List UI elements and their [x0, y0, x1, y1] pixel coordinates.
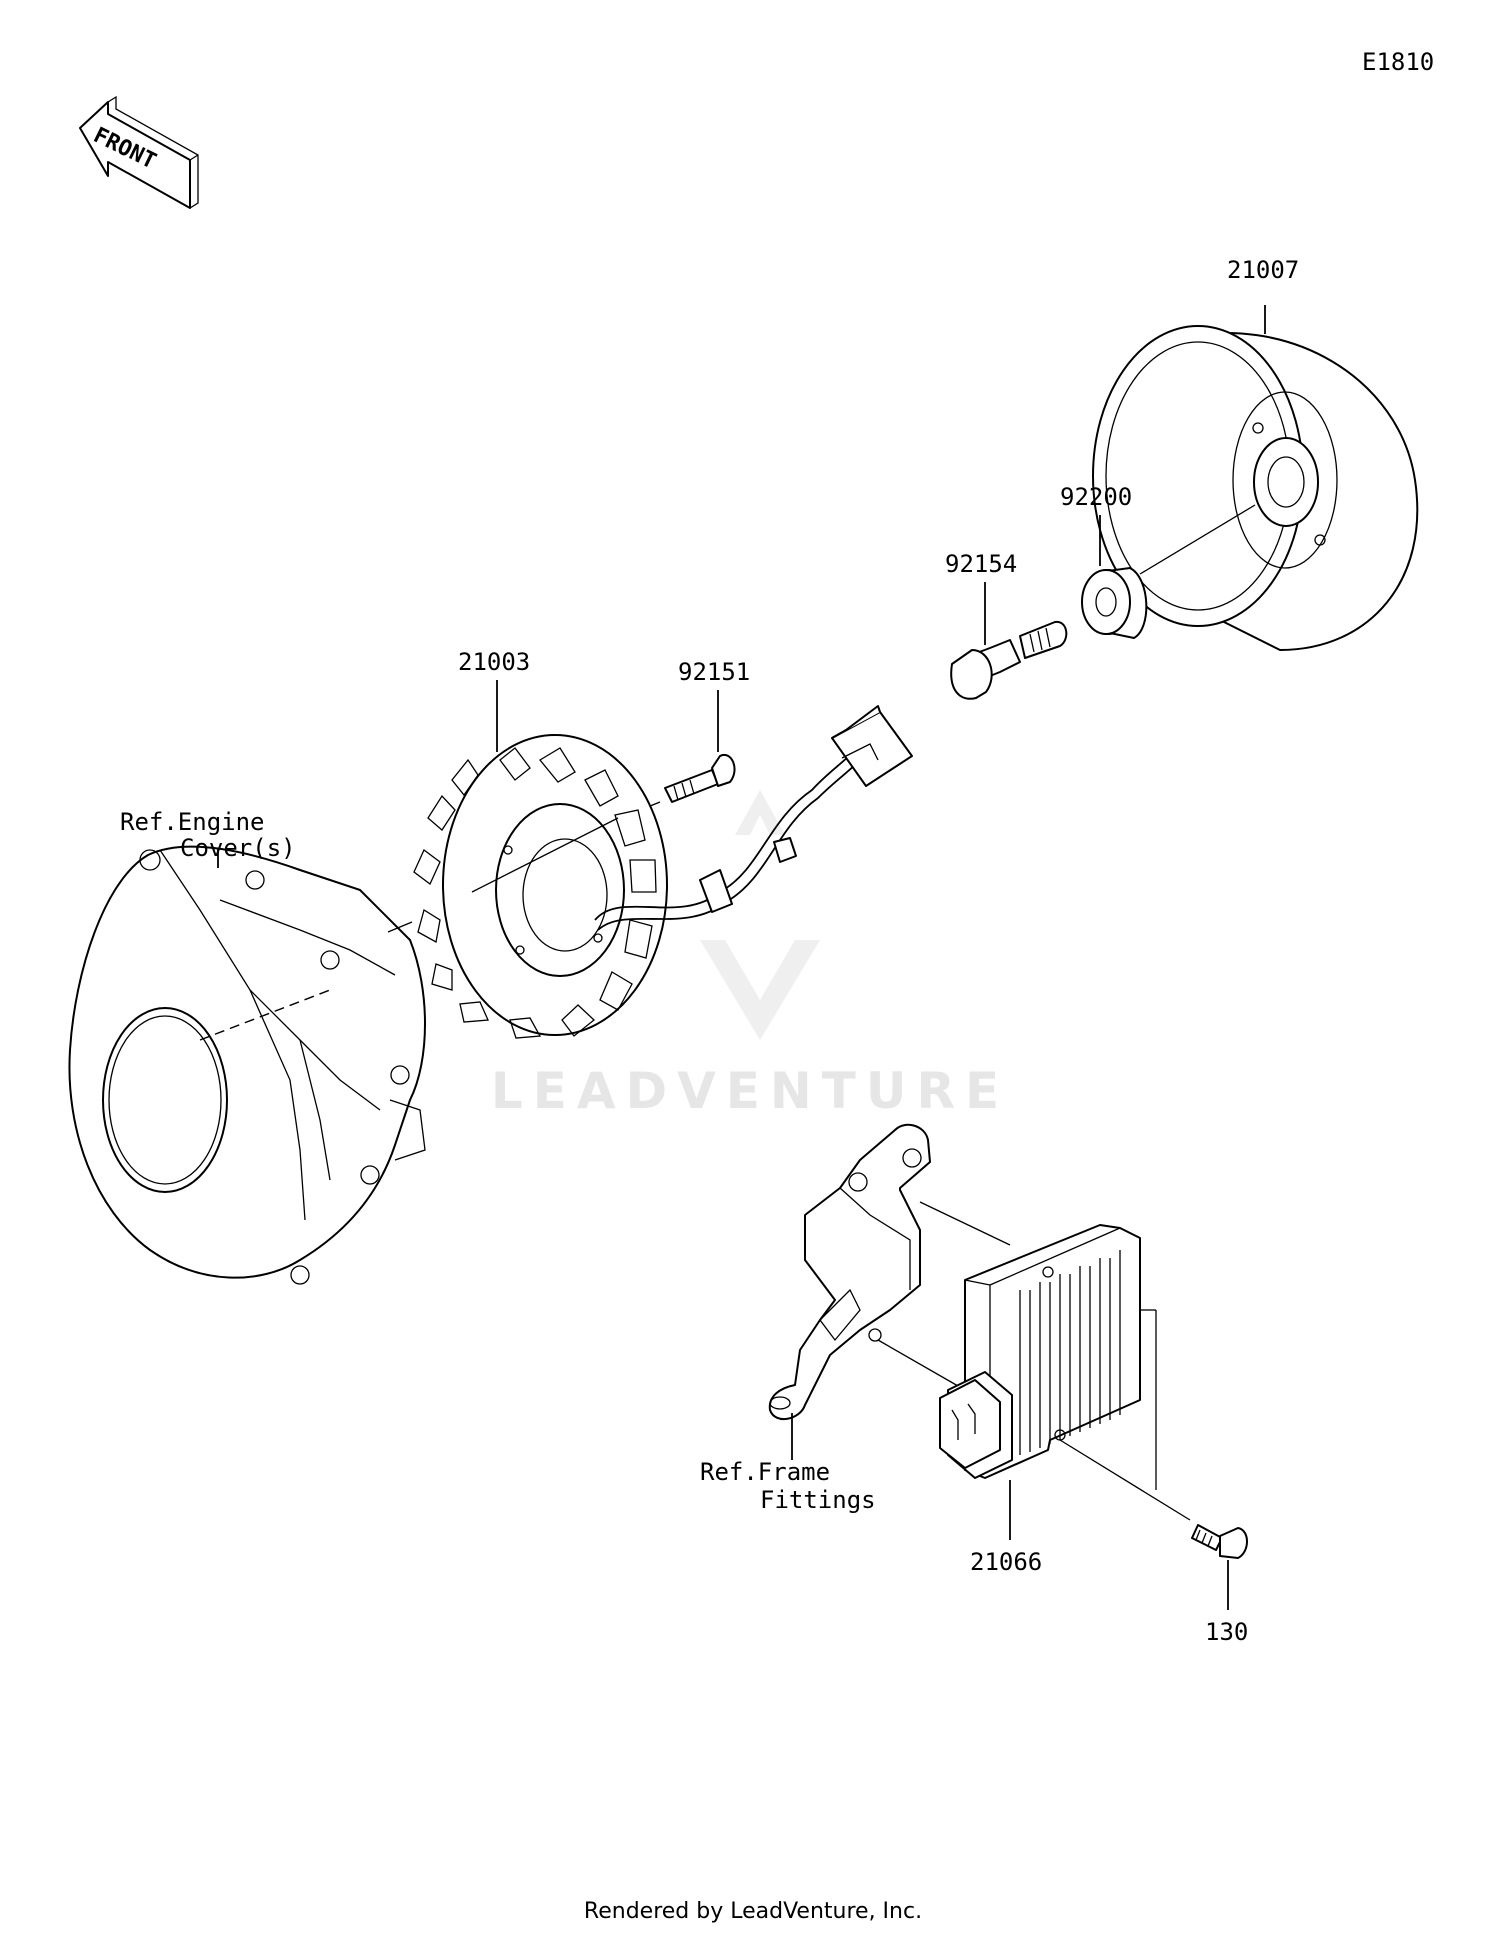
regulator-bolt[interactable] [1191, 1524, 1248, 1559]
bracket-to-regulator-line-2 [877, 1339, 966, 1391]
engine-cover-axis-line [387, 921, 413, 933]
frame-bracket [768, 1123, 931, 1420]
stator[interactable] [413, 705, 913, 1039]
stator-bolt-axis-line [609, 801, 661, 823]
front-arrow-icon: FRONT [79, 95, 199, 209]
watermark: LEADVENTURE [491, 790, 1009, 1120]
regulator-part-number[interactable]: 21066 [970, 1548, 1042, 1576]
stator-axis-line [471, 817, 619, 893]
frame-fittings-ref-line2: Fittings [760, 1486, 876, 1514]
flywheel-bolt[interactable] [950, 620, 1068, 700]
watermark-logo-icon [700, 790, 820, 1040]
flywheel-bolt-part-number[interactable]: 92154 [945, 550, 1017, 578]
stator-bolt-part-number[interactable]: 92151 [678, 658, 750, 686]
frame-fittings-ref-line1: Ref.Frame [700, 1458, 830, 1486]
flywheel-part-number[interactable]: 21007 [1227, 256, 1299, 284]
washer-part-number[interactable]: 92200 [1060, 483, 1132, 511]
regulator[interactable] [939, 1224, 1141, 1479]
washer[interactable] [1081, 567, 1148, 639]
bracket-to-regulator-line [919, 1201, 1011, 1246]
engine-cover [68, 845, 426, 1285]
diagram-code: E1810 [1362, 48, 1434, 76]
regulator-bolt-part-number[interactable]: 130 [1205, 1618, 1248, 1646]
flywheel[interactable] [1092, 325, 1419, 651]
engine-cover-ref-line2: Cover(s) [180, 834, 296, 862]
engine-cover-ref-line1: Ref.Engine [120, 808, 265, 836]
regulator-bolt-axis [1059, 1439, 1191, 1521]
watermark-text: LEADVENTURE [491, 1062, 1009, 1120]
stator-part-number[interactable]: 21003 [458, 648, 530, 676]
stator-bolt[interactable] [664, 753, 736, 803]
footer-credit: Rendered by LeadVenture, Inc. [584, 1899, 922, 1924]
flywheel-axis-line [1139, 504, 1256, 575]
